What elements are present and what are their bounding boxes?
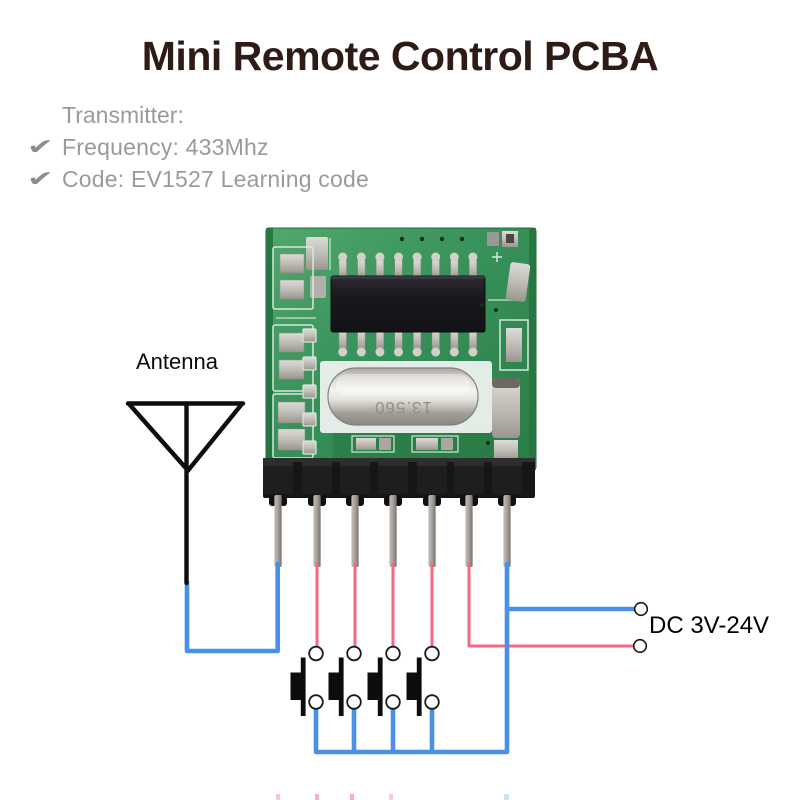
crystal-oscillator: 13.560 [320,361,492,433]
push-button-2 [328,657,344,716]
push-button-3 [367,657,383,716]
via-holes [399,236,465,242]
dc-negative-terminal [632,638,648,654]
spec-item-frequency: ✔ Frequency: 433Mhz [27,131,369,163]
spec-item-code: ✔ Code: EV1527 Learning code [27,163,369,195]
antenna-to-pin1-wire [184,561,280,654]
spec-label: Frequency: 433Mhz [62,133,269,160]
push-buttons [290,657,422,716]
power-wires-blue [184,561,637,755]
pin-header [263,458,535,506]
ic-chip [330,252,486,357]
dc-voltage-label: DC 3V-24V [649,612,770,639]
check-icon: ✔ [27,134,54,159]
check-icon: ✔ [27,166,54,191]
dc-terminals [632,601,649,654]
specs-block: Transmitter: ✔ Frequency: 433Mhz ✔ Code:… [27,99,369,195]
push-button-1 [290,657,306,716]
pcb-right-edge [529,228,536,470]
pcb-module: 13.560 [263,227,537,567]
pin7-ground-bus-wire [313,561,510,755]
smd-components-right [480,231,531,460]
smd-components-bottom [351,435,459,453]
page-title: Mini Remote Control PCBA [141,33,659,79]
solder-blobs [338,252,478,357]
signal-wires-red [315,562,635,648]
crystal-marking: 13.560 [374,398,432,417]
cropped-caption-remnants [276,794,509,800]
pcb-left-edge [266,228,273,470]
button-terminals [308,645,440,710]
push-button-4 [406,657,422,716]
spec-label: Code: EV1527 Learning code [62,165,369,192]
antenna-symbol [125,401,246,586]
dc-positive-terminal [633,601,649,617]
header-pins [274,495,511,567]
specs-heading: Transmitter: [62,102,184,128]
antenna-label: Antenna [136,349,218,374]
